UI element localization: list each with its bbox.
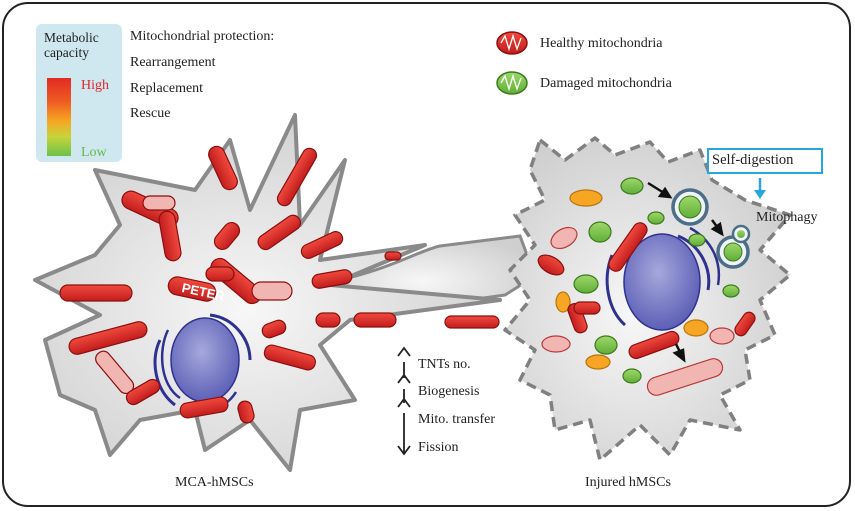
mito-healthy (158, 210, 182, 262)
mito-healthy (142, 195, 176, 211)
mito-healthy (573, 301, 601, 315)
protection-item: Rescue (130, 106, 171, 121)
mito-damaged (573, 274, 599, 294)
mito-damaged (678, 195, 702, 219)
er-right-3 (689, 226, 721, 286)
mito-healthy (384, 251, 402, 261)
mito-healthy (251, 281, 293, 301)
protection-item: Replacement (130, 81, 204, 96)
mito-healthy (709, 327, 735, 345)
er-right-2 (677, 234, 711, 291)
up-arrow-icon (397, 397, 411, 429)
mito-healthy (59, 284, 133, 302)
mitophagy-vesicles (671, 188, 751, 269)
mito-healthy (311, 269, 353, 289)
mito-healthy (213, 222, 241, 250)
down-arrow-icon (397, 429, 411, 456)
mito-healthy (555, 291, 571, 313)
self-digestion-label: Self-digestion (712, 152, 794, 168)
mito-healthy (125, 378, 161, 406)
mito-damaged (588, 221, 612, 243)
mito-healthy (646, 358, 724, 396)
mitophagy-label: Mitophagy (756, 210, 818, 225)
mito-healthy (167, 276, 217, 302)
process-arrows (647, 181, 724, 363)
up-arrow-icon (397, 373, 411, 403)
mito-healthy (550, 226, 578, 250)
mito-healthy (569, 189, 603, 207)
protection-heading: Mitochondrial protection: (130, 29, 275, 44)
mito-healthy (734, 311, 756, 337)
mito-healthy (68, 321, 148, 355)
metabolic-scale-gradient (47, 78, 71, 156)
legend-damaged-label: Damaged mitochondria (540, 76, 672, 91)
mito-healthy (205, 266, 235, 282)
mito-healthy (179, 396, 229, 419)
mito-damaged (723, 242, 743, 262)
mito-healthy (628, 330, 680, 360)
effect-label: TNTs no. (418, 357, 471, 372)
protection-item: Rearrangement (130, 55, 216, 70)
mito-healthy (683, 319, 709, 337)
mito-healthy (237, 400, 255, 424)
right-cell-label: Injured hMSCs (585, 475, 671, 490)
left-cell-label: MCA-hMSCs (175, 475, 254, 490)
metabolic-scale-title: Metabolic capacity (44, 30, 99, 60)
mito-healthy (263, 344, 316, 371)
effect-label: Fission (418, 440, 459, 455)
legend-healthy-label: Healthy mitochondria (540, 36, 663, 51)
mito-healthy (541, 335, 571, 353)
mito-healthy (608, 222, 648, 272)
mito-healthy (567, 302, 588, 334)
mito-damaged (737, 230, 745, 238)
mito-damaged (620, 177, 644, 195)
mito-damaged (622, 368, 642, 384)
mito-healthy (444, 315, 500, 329)
mito-damaged (594, 335, 618, 355)
er-left-1 (153, 339, 176, 407)
mito-healthy (353, 312, 397, 328)
mito-healthy (300, 231, 344, 259)
mito-damaged (722, 284, 740, 298)
er-left-2 (160, 329, 181, 400)
mito-healthy (585, 354, 611, 370)
healthy-mitochondria-left (59, 145, 500, 424)
mitochondria-right (537, 177, 756, 396)
nucleus-left (170, 317, 240, 403)
mito-healthy (537, 254, 565, 276)
effect-label: Biogenesis (418, 384, 480, 399)
mito-healthy (261, 319, 287, 339)
mito-healthy (276, 147, 318, 207)
metabolic-scale-low-label: Low (81, 145, 107, 160)
healthy-mito-legend-icon (496, 31, 528, 55)
er-left-3 (209, 313, 252, 361)
mito-healthy (257, 214, 302, 251)
effect-arrows (397, 346, 411, 456)
self-digestion-box (707, 148, 823, 174)
mito-damaged (688, 233, 706, 247)
mito-healthy (208, 145, 238, 191)
mito-damaged (647, 211, 665, 225)
metabolic-scale-high-label: High (81, 78, 109, 93)
self-digestion-arrow (754, 178, 766, 199)
mito-healthy (315, 312, 341, 328)
damaged-mito-legend-icon (496, 71, 528, 95)
effect-label: Mito. transfer (418, 412, 495, 427)
nucleus-right (623, 233, 701, 331)
